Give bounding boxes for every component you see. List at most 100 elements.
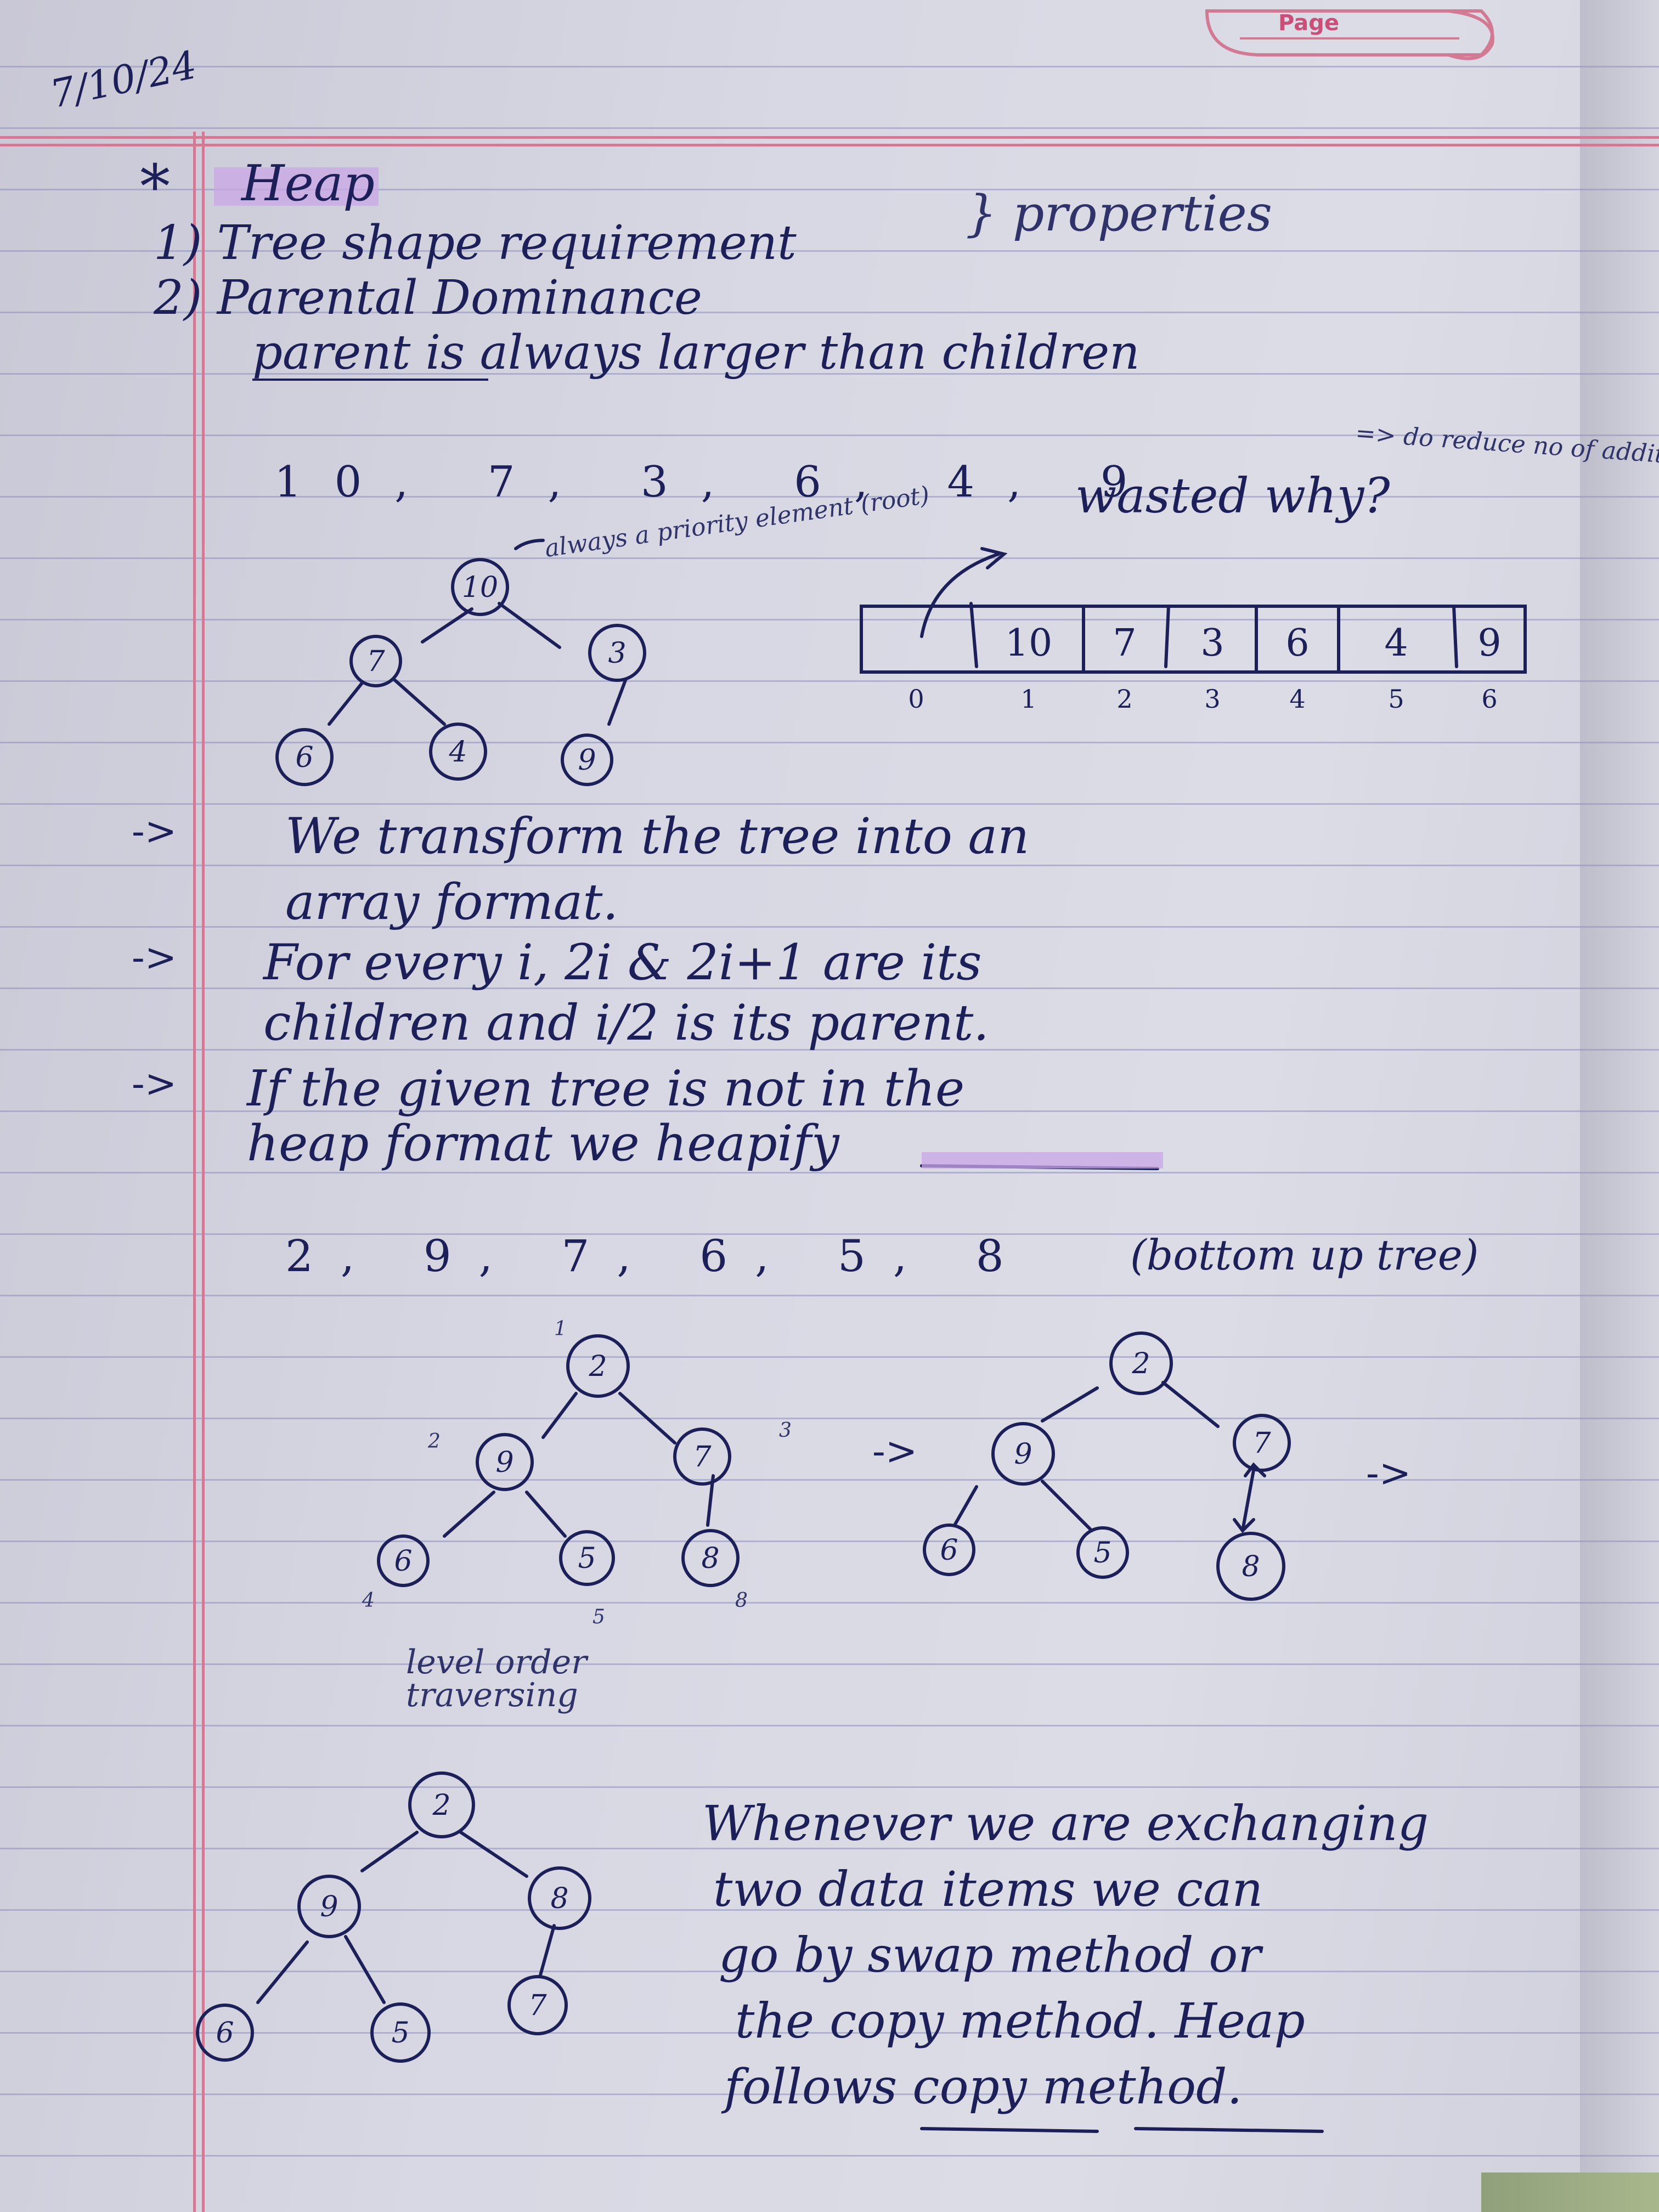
tree2-position-label: 1 [554, 1318, 567, 1340]
bullet-two-line-a: For every i, 2i & 2i+1 are its [263, 934, 982, 991]
ruled-line [0, 312, 1659, 313]
ruled-line [0, 1971, 1659, 1972]
ruled-line [0, 1602, 1659, 1604]
bullet-two-line-b: children and i/2 is its parent. [263, 994, 989, 1052]
next-page-edge [1580, 0, 1659, 2212]
tree2-node: 6 [394, 1545, 412, 1578]
margin-line [193, 132, 196, 2212]
bullet-arrow-1: -> [132, 809, 177, 854]
tree1-node: 10 [462, 571, 498, 604]
tree3-node: 2 [1131, 1347, 1150, 1380]
bullet-three-line-b: heap format we heapify [247, 1115, 839, 1172]
ruled-line [0, 619, 1659, 620]
array-index-label: 4 [1289, 684, 1305, 714]
page-label: Page [1278, 10, 1339, 36]
ruled-line [0, 1848, 1659, 1849]
ruled-line [0, 2094, 1659, 2095]
array-index-label: 2 [1116, 684, 1132, 714]
sequence-two: 2, 9, 7, 6, 5, 8 [285, 1231, 1031, 1282]
array-cell-value: 6 [1285, 622, 1309, 665]
heapify-highlight [922, 1152, 1163, 1169]
bullet-one-line-b: array format. [285, 873, 619, 931]
bullet-three-line-a: If the given tree is not in the [247, 1060, 965, 1118]
tree4-node: 9 [320, 1891, 338, 1923]
tree4-node: 2 [432, 1789, 450, 1822]
tree1-node: 6 [295, 741, 313, 774]
tree3-node: 8 [1242, 1550, 1260, 1583]
property-two: 2) Parental Dominance [154, 270, 702, 325]
bottom-up-note: (bottom up tree) [1130, 1231, 1479, 1279]
bullet-arrow-3: -> [132, 1061, 177, 1106]
tree4-node: 8 [550, 1882, 568, 1915]
ruled-line [0, 435, 1659, 436]
parent-underline [252, 379, 488, 381]
ruled-line [0, 865, 1659, 866]
property-one: 1) Tree shape requirement [154, 216, 797, 270]
ruled-line [0, 926, 1659, 928]
bullet-arrow-2: -> [132, 935, 177, 980]
tree1-node: 9 [578, 744, 596, 777]
tree2-position-label: 8 [735, 1589, 748, 1612]
ruled-line [0, 189, 1659, 190]
tree2-position-label: 4 [362, 1589, 375, 1612]
array-cell-value: 4 [1384, 622, 1408, 665]
ruled-line [0, 66, 1659, 67]
paragraph-line-4: the copy method. Heap [735, 1993, 1305, 2049]
tree4-node: 6 [216, 2017, 234, 2050]
asterisk-icon: * [140, 151, 170, 222]
array-index-label: 1 [1020, 684, 1036, 714]
tree4-node: 7 [528, 1989, 547, 2022]
ruled-line [0, 1172, 1659, 1173]
tree2-position-label: 5 [592, 1606, 605, 1628]
ruled-line [0, 250, 1659, 252]
ruled-line [0, 803, 1659, 805]
tree2-node: 9 [495, 1446, 514, 1479]
tree1-node: 3 [608, 637, 626, 670]
ruled-line [0, 1418, 1659, 1419]
ruled-line [0, 680, 1659, 682]
tree3-node: 6 [940, 1534, 958, 1567]
array-cell-value: 9 [1477, 622, 1501, 665]
ruled-line [0, 1663, 1659, 1665]
ruled-line [0, 2155, 1659, 2157]
array-cell-value: 10 [1005, 622, 1053, 665]
array-index-label: 3 [1204, 684, 1220, 714]
ruled-line [0, 1541, 1659, 1542]
tree3-node: 9 [1014, 1438, 1032, 1471]
array-cell-value: 3 [1200, 622, 1224, 665]
header-rule-2 [0, 144, 1659, 146]
header-rule [0, 136, 1659, 139]
tree2-node: 2 [588, 1350, 607, 1383]
tree2-position-label: 2 [428, 1430, 441, 1453]
wasted-note: wasted why? [1075, 467, 1390, 524]
property-two-note: parent is always larger than children [252, 325, 1140, 380]
tree3-node: 7 [1252, 1427, 1271, 1460]
level-order-note: level order traversing [406, 1643, 587, 1714]
ruled-line [0, 496, 1659, 498]
paragraph-line-5: follows copy method. [724, 2058, 1243, 2115]
array-index-label: 5 [1388, 684, 1404, 714]
ruled-line [0, 742, 1659, 743]
ruled-line [0, 1233, 1659, 1235]
tree2-position-label: 3 [779, 1419, 792, 1442]
tree2-node: 5 [578, 1542, 596, 1575]
ruled-line [0, 1479, 1659, 1481]
arrow-right: -> [1366, 1451, 1412, 1496]
ruled-line [0, 1356, 1659, 1358]
ruled-line [0, 1295, 1659, 1296]
arrow-between-trees: -> [872, 1429, 918, 1474]
paragraph-line-2: two data items we can [713, 1861, 1263, 1917]
array-cell-value: 7 [1113, 622, 1136, 665]
ruled-line [0, 988, 1659, 989]
tree2-node: 7 [693, 1441, 712, 1474]
ruled-line [0, 1725, 1659, 1726]
bullet-one-line-a: We transform the tree into an [285, 808, 1030, 865]
margin-line-2 [202, 132, 205, 2212]
ruled-line [0, 1909, 1659, 1911]
properties-brace-note: } properties [966, 185, 1272, 242]
array-index-label: 6 [1481, 684, 1497, 714]
ruled-line [0, 1110, 1659, 1112]
